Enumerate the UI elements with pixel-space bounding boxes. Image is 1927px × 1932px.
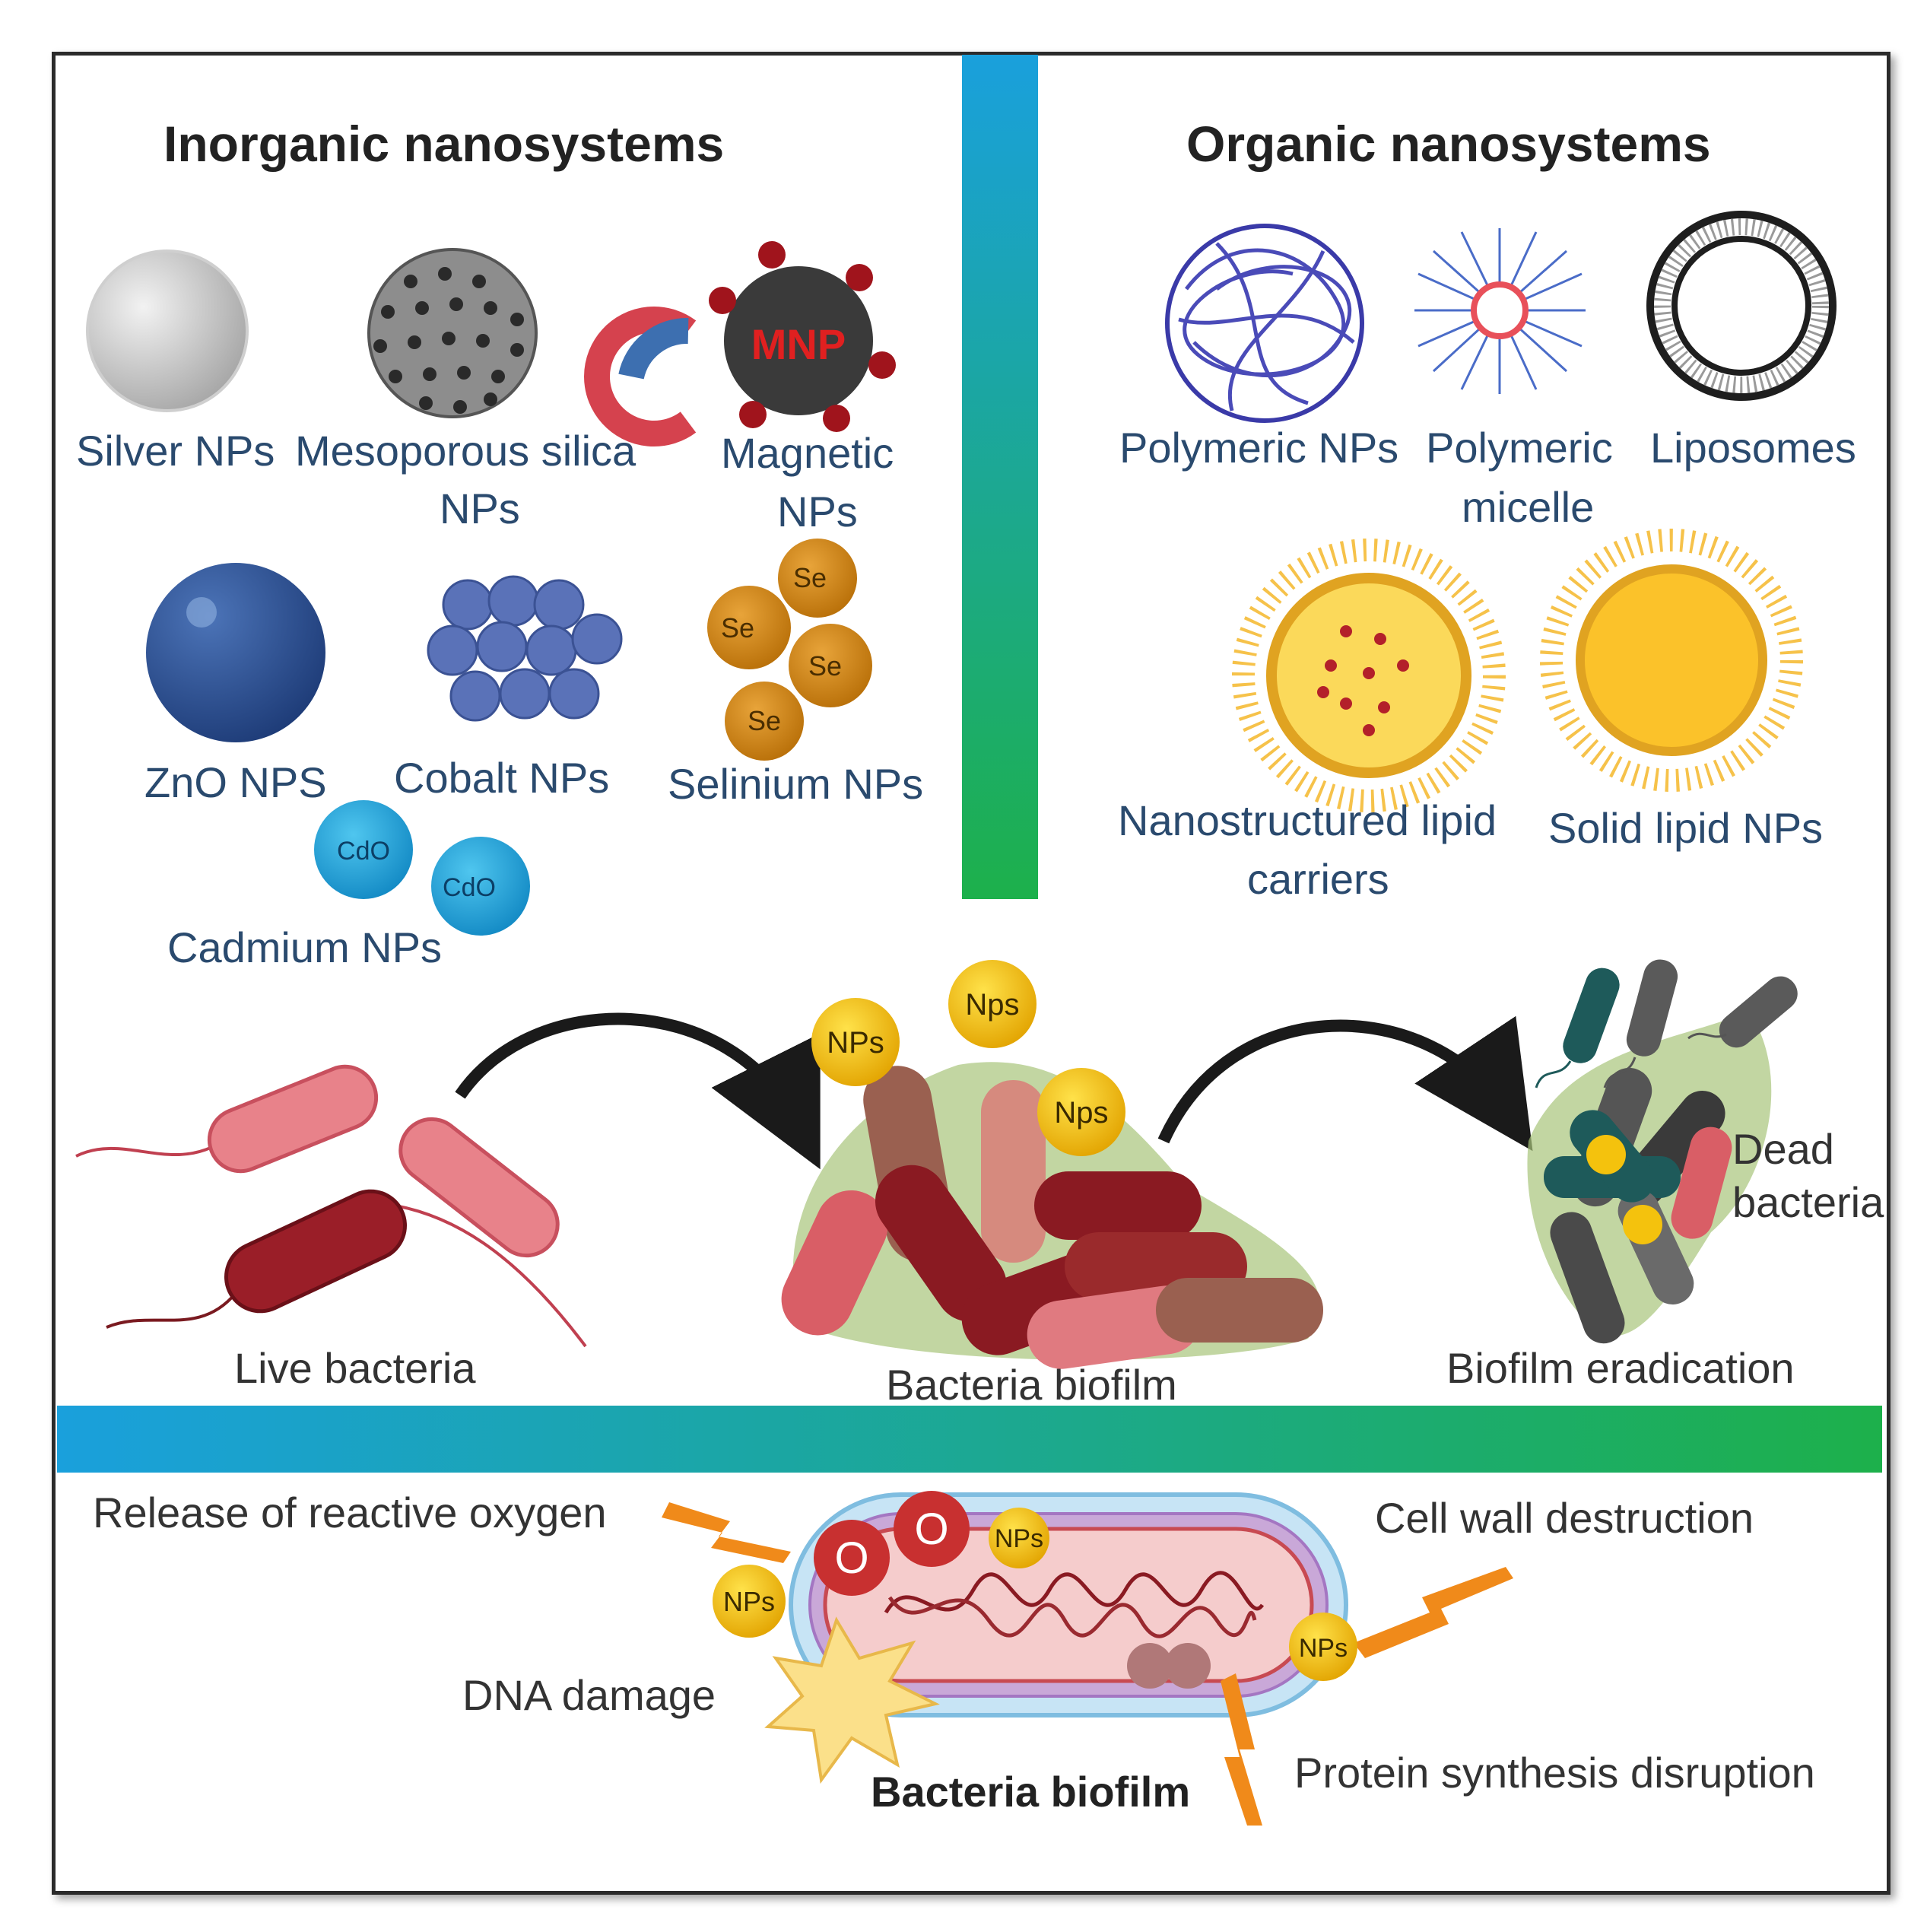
live-bacteria-illustration	[75, 1064, 587, 1348]
np-tag: NPs	[1299, 1634, 1348, 1663]
nlc-label: Nanostructured lipid	[1118, 796, 1497, 844]
polymeric-micelle-label: Polymeric	[1426, 424, 1613, 472]
biofilm-eradication-label: Biofilm eradication	[1446, 1344, 1795, 1392]
protein-synthesis-label: Protein synthesis disruption	[1294, 1749, 1815, 1797]
dna-damage-label: DNA damage	[462, 1671, 716, 1719]
np-particles-biofilm: NPs Nps Nps	[811, 960, 1125, 1156]
reactive-oxygen-icons: O O	[814, 1491, 970, 1596]
mechanism-title: Bacteria biofilm	[871, 1768, 1190, 1816]
np-tag: NPs	[995, 1524, 1043, 1553]
arrow-to-eradication	[1157, 1015, 1533, 1152]
cadmium-np-label: Cadmium NPs	[167, 923, 442, 971]
cdo-marker: CdO	[443, 873, 496, 902]
magnetic-np-label-2: NPs	[777, 488, 858, 535]
np-tag: Nps	[965, 988, 1019, 1022]
cobalt-np-icon	[427, 575, 623, 722]
silver-np-icon	[86, 249, 249, 412]
mesoporous-silica-label: Mesoporous silica	[295, 427, 637, 475]
mesoporous-silica-label-2: NPs	[440, 485, 520, 532]
zno-np-label: ZnO NPS	[144, 758, 327, 806]
liposome-icon	[1646, 211, 1837, 401]
mesoporous-silica-icon	[367, 248, 538, 418]
polymeric-micelle-icon	[1414, 228, 1586, 394]
bacterial-cell-illustration	[789, 1492, 1348, 1718]
dead-bacteria-illustration	[1527, 959, 1798, 1344]
np-tag: Nps	[1054, 1096, 1108, 1130]
bacteria-biofilm-label: Bacteria biofilm	[886, 1361, 1177, 1409]
se-marker: Se	[748, 705, 781, 736]
inorganic-heading: Inorganic nanosystems	[163, 116, 724, 172]
magnetic-np-label: Magnetic	[721, 429, 894, 477]
lightning-icons	[662, 1502, 1513, 1826]
horizontal-divider	[57, 1406, 1882, 1473]
vertical-divider	[962, 55, 1038, 899]
organic-heading: Organic nanosystems	[1186, 116, 1711, 172]
silver-np-label: Silver NPs	[76, 427, 275, 475]
se-marker: Se	[808, 650, 842, 682]
selenium-np-label: Selinium NPs	[668, 760, 923, 808]
ros-release-label: Release of reactive oxygen	[93, 1489, 607, 1536]
polymeric-np-label: Polymeric NPs	[1119, 424, 1398, 472]
polymeric-np-icon	[1165, 224, 1364, 423]
arrow-to-biofilm	[455, 1012, 821, 1170]
dna-damage-burst-icon	[764, 1616, 940, 1784]
cdo-marker: CdO	[337, 837, 390, 866]
cell-wall-destruction-label: Cell wall destruction	[1375, 1494, 1754, 1542]
nanostructured-lipid-carrier-icon	[1232, 539, 1506, 812]
cobalt-np-label: Cobalt NPs	[394, 754, 609, 802]
nlc-label-2: carriers	[1247, 855, 1389, 903]
se-marker: Se	[793, 562, 827, 593]
selenium-np-icon: Se Se Se Se	[707, 539, 872, 761]
se-marker: Se	[721, 612, 754, 643]
live-bacteria-label: Live bacteria	[234, 1344, 476, 1392]
magnetic-np-icon: MNP	[584, 241, 896, 446]
solid-lipid-np-icon	[1540, 529, 1803, 792]
np-tag: NPs	[723, 1586, 775, 1617]
dead-bacteria-label: Dead	[1732, 1125, 1834, 1173]
liposomes-label: Liposomes	[1650, 424, 1856, 472]
cadmium-np-icon: CdO CdO	[314, 800, 530, 936]
bacteria-biofilm-illustration	[781, 1062, 1323, 1369]
zno-np-icon	[146, 563, 325, 742]
polymeric-micelle-label-2: micelle	[1462, 483, 1594, 531]
solid-lipid-np-label: Solid lipid NPs	[1548, 804, 1823, 852]
oxygen-symbol: O	[834, 1533, 868, 1583]
np-tag: NPs	[827, 1026, 884, 1060]
oxygen-symbol: O	[914, 1505, 948, 1554]
np-particles-cell: NPs NPs NPs	[713, 1508, 1357, 1681]
mnp-marker: MNP	[751, 320, 846, 368]
dead-bacteria-label-2: bacteria	[1732, 1178, 1884, 1226]
